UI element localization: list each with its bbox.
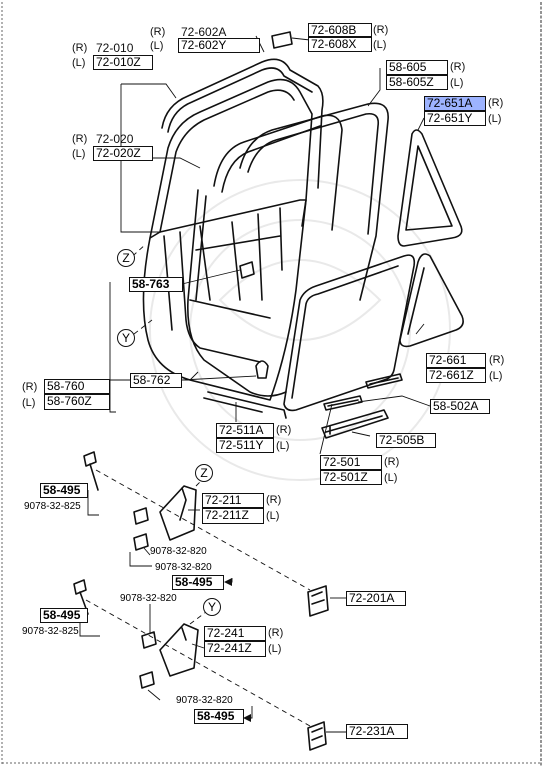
label-72-505b[interactable]: 72-505B [376, 433, 436, 448]
lower-weatherstrip [203, 391, 287, 419]
clip-58-763 [239, 261, 255, 279]
ref-y-circle-upper: Y [117, 329, 135, 347]
side-r-72-602: (R) [150, 26, 166, 38]
label-72-241z[interactable]: 72-241Z [204, 641, 266, 657]
quarter-window-seal [397, 129, 463, 247]
clip-58-762 [255, 360, 269, 379]
upper-hinge [159, 485, 197, 541]
side-l-58-605: (L) [450, 77, 464, 89]
label-9078-32-825-lower[interactable]: 9078-32-825 [22, 626, 79, 637]
door-panel [142, 199, 307, 401]
lower-hinge [159, 623, 199, 677]
side-r-72-241: (R) [268, 627, 284, 639]
label-72-602a[interactable]: 72-602A [181, 25, 227, 39]
label-72-602y[interactable]: 72-602Y [178, 38, 260, 53]
door-frame [149, 78, 313, 239]
side-l-72-010: (L) [72, 57, 86, 69]
glass-channel-lower [323, 395, 363, 411]
side-r-72-211: (R) [266, 494, 282, 506]
label-9078-32-820-d[interactable]: 9078-32-820 [176, 695, 233, 706]
label-58-760[interactable]: 58-760 [44, 379, 110, 394]
label-72-608b[interactable]: 72-608B [308, 23, 372, 37]
side-r-72-501: (R) [384, 456, 400, 468]
shim-72-231 [307, 721, 327, 751]
arrow-heads [224, 578, 251, 722]
label-72-651y[interactable]: 72-651Y [424, 111, 486, 126]
side-l-72-241: (L) [268, 643, 282, 655]
side-r-72-010: (R) [72, 42, 88, 54]
label-58-605z[interactable]: 58-605Z [386, 75, 448, 90]
glass-run-channel [213, 114, 343, 231]
label-58-762[interactable]: 58-762 [130, 373, 182, 388]
label-58-502a[interactable]: 58-502A [430, 399, 490, 414]
label-72-211z[interactable]: 72-211Z [202, 508, 264, 524]
label-72-501z[interactable]: 72-501Z [320, 470, 382, 485]
label-72-651a[interactable]: 72-651A [424, 96, 486, 111]
side-l-72-651: (L) [488, 113, 502, 125]
side-r-72-608: (R) [373, 24, 389, 36]
quarter-glass [399, 253, 464, 348]
inner-panel-seal [187, 189, 287, 397]
label-72-211[interactable]: 72-211 [202, 493, 264, 508]
weatherstrip-outer [161, 58, 324, 189]
side-l-72-020: (L) [72, 148, 86, 160]
side-l-72-501: (L) [384, 472, 398, 484]
label-58-763[interactable]: 58-763 [129, 277, 183, 292]
glass-channel-upper [365, 373, 403, 389]
door-weatherstrip [239, 102, 389, 301]
label-72-201a[interactable]: 72-201A [346, 591, 406, 606]
label-72-511y[interactable]: 72-511Y [216, 438, 274, 453]
ref-z-circle-upper: Z [117, 249, 135, 267]
bolt-upper-hinge-2 [133, 533, 149, 551]
label-58-495-mid[interactable]: 58-495 [172, 575, 224, 590]
ref-z-circle-lower: Z [195, 464, 213, 482]
label-9078-32-820-c[interactable]: 9078-32-820 [120, 593, 177, 604]
side-l-72-211: (L) [266, 510, 280, 522]
side-l-72-602: (L) [150, 40, 164, 52]
label-9078-32-820-a[interactable]: 9078-32-820 [150, 546, 207, 557]
label-72-501[interactable]: 72-501 [320, 455, 382, 470]
side-r-72-651: (R) [488, 97, 504, 109]
label-72-241[interactable]: 72-241 [204, 626, 266, 641]
label-72-231a[interactable]: 72-231A [346, 724, 408, 739]
bolt-upper-hinge-1 [133, 507, 149, 525]
label-72-661[interactable]: 72-661 [426, 353, 486, 368]
bolt-upper-left [83, 451, 99, 491]
ref-y-circle-lower: Y [203, 598, 221, 616]
bolt-lower-hinge-1 [141, 631, 157, 649]
label-72-661z[interactable]: 72-661Z [426, 368, 486, 383]
side-r-72-020: (R) [72, 133, 88, 145]
label-72-020[interactable]: 72-020 [96, 132, 134, 146]
label-58-495-bottom[interactable]: 58-495 [194, 709, 244, 724]
bolt-lower-hinge-2 [139, 671, 155, 689]
label-58-495-upper[interactable]: 58-495 [40, 483, 88, 498]
label-72-010[interactable]: 72-010 [96, 41, 134, 55]
label-72-511a[interactable]: 72-511A [216, 423, 274, 438]
label-9078-32-825-upper[interactable]: 9078-32-825 [24, 501, 81, 512]
side-l-72-511: (L) [276, 440, 290, 452]
side-l-72-608: (L) [373, 39, 387, 51]
shim-72-201 [307, 585, 329, 617]
door-glass [283, 254, 416, 412]
label-72-020z[interactable]: 72-020Z [93, 146, 153, 161]
leader-lines [79, 35, 431, 733]
label-58-495-lower[interactable]: 58-495 [40, 608, 88, 623]
label-9078-32-820-b[interactable]: 9078-32-820 [155, 562, 212, 573]
side-r-72-661: (R) [489, 354, 505, 366]
side-l-58-760: (L) [22, 397, 36, 409]
side-r-58-605: (R) [450, 61, 466, 73]
label-72-010z[interactable]: 72-010Z [93, 55, 153, 70]
side-r-72-511: (R) [276, 424, 292, 436]
label-58-605[interactable]: 58-605 [386, 60, 448, 75]
bracket-72-608 [271, 31, 293, 49]
label-72-608x[interactable]: 72-608X [308, 37, 372, 52]
side-r-58-760: (R) [22, 381, 38, 393]
label-58-760z[interactable]: 58-760Z [44, 394, 110, 410]
side-l-72-661: (L) [489, 370, 503, 382]
